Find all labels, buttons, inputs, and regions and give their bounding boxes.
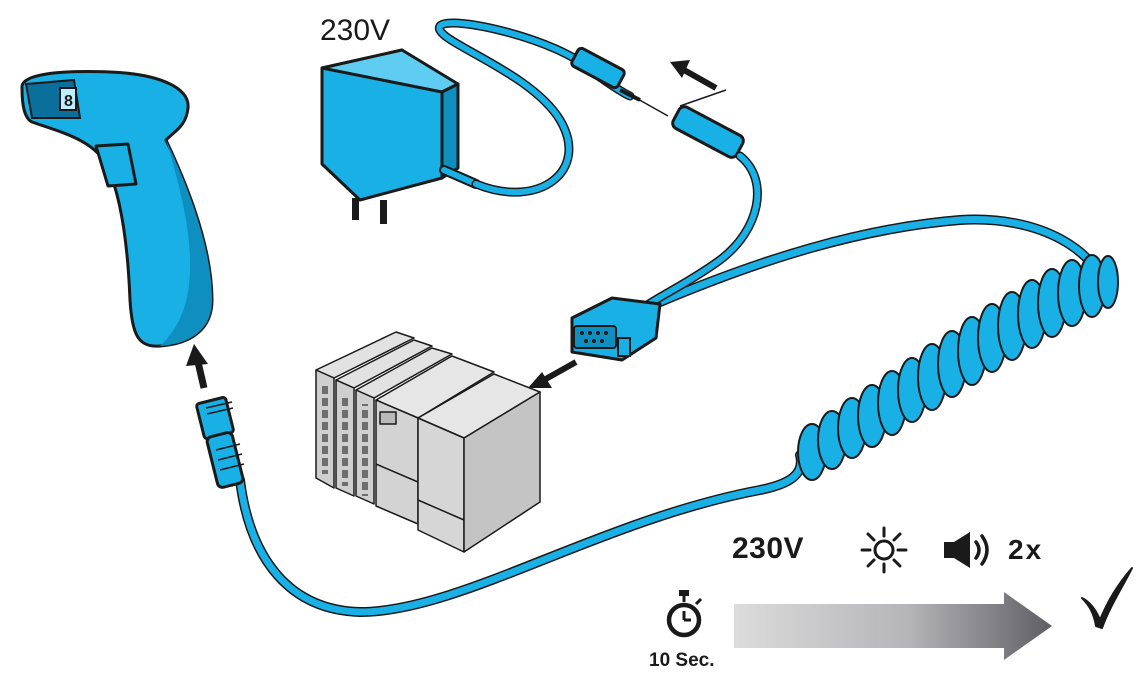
stopwatch-icon — [666, 590, 703, 638]
progress-arrow — [734, 592, 1052, 660]
barcode-scanner: 8 — [20, 70, 214, 348]
power-supply-voltage-label: 230V — [320, 14, 391, 47]
terminal-unit — [315, 331, 541, 553]
svg-text:8: 8 — [64, 93, 73, 110]
dc-socket — [671, 105, 745, 159]
attach-cable-arrow — [186, 344, 208, 389]
connect-terminal-arrow — [528, 359, 578, 388]
checkmark-icon — [1081, 567, 1133, 629]
sequence-voltage-label: 230V — [732, 532, 805, 565]
coiled-cable — [797, 254, 1119, 481]
db9-connector — [570, 296, 662, 362]
speaker-icon — [944, 532, 989, 568]
rj-connector — [195, 396, 245, 489]
power-supply — [320, 48, 481, 224]
sun-icon — [860, 526, 908, 574]
beep-count-label: 2x — [1008, 534, 1044, 565]
timer-label: 10 Sec. — [649, 650, 715, 671]
plug-in-arrow — [670, 60, 718, 91]
